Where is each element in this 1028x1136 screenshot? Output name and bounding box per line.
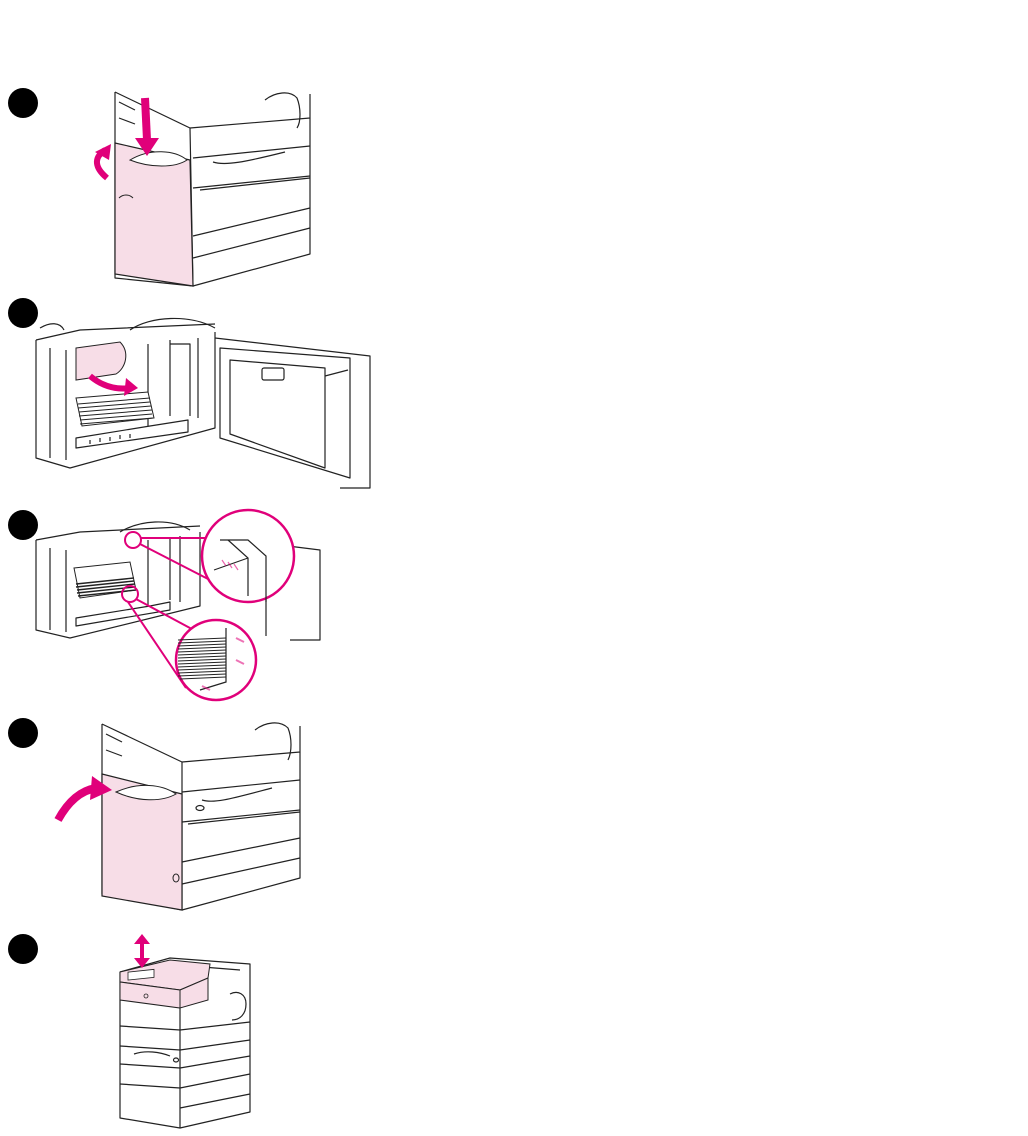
illustration-remove-jammed-paper [30, 308, 375, 498]
step-1-badge [8, 88, 38, 118]
step-5 [0, 934, 1028, 1134]
illustration-printer-control-panel [110, 934, 270, 1134]
step-4-badge [8, 718, 38, 748]
step-3 [0, 510, 1028, 710]
step-1 [0, 88, 1028, 288]
illustration-close-door [50, 718, 310, 918]
illustration-open-door [75, 88, 315, 288]
step-5-badge [8, 934, 38, 964]
step-2 [0, 298, 1028, 498]
step-4 [0, 718, 1028, 918]
illustration-check-paper-height [30, 510, 330, 710]
